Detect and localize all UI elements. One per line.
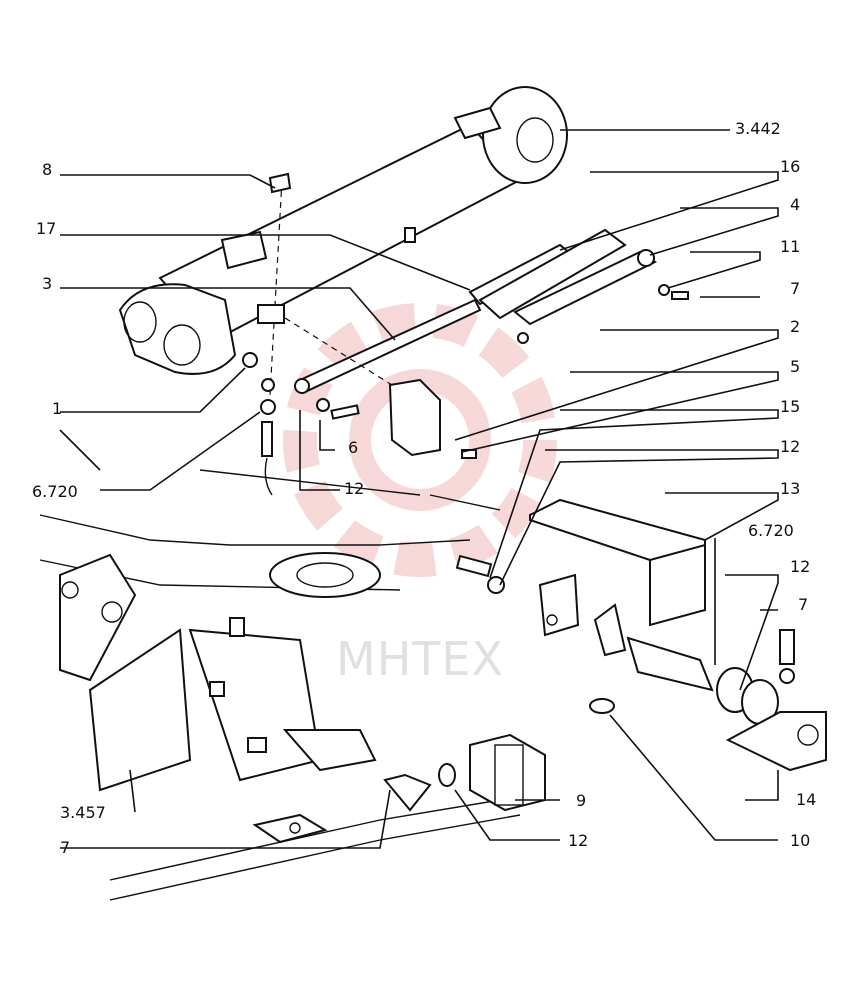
callout-9: 9 bbox=[576, 791, 586, 810]
callout-17: 17 bbox=[36, 219, 56, 238]
callout-16: 16 bbox=[780, 157, 800, 176]
callout-3: 3 bbox=[42, 274, 52, 293]
callout-11: 11 bbox=[780, 237, 800, 256]
leader-lines bbox=[59, 129, 779, 849]
callout-7-far-right: 7 bbox=[798, 595, 808, 614]
callout-10: 10 bbox=[790, 831, 810, 850]
callout-6: 6 bbox=[348, 438, 358, 457]
small-hardware bbox=[242, 172, 360, 496]
callout-3-457: 3.457 bbox=[60, 803, 106, 822]
callout-12-mid: 12 bbox=[344, 479, 364, 498]
watermark-text: МНТЕХ bbox=[336, 632, 504, 686]
callout-12-far-right: 12 bbox=[790, 557, 810, 576]
callout-12-right: 12 bbox=[780, 437, 800, 456]
callout-12-bottom: 12 bbox=[568, 831, 588, 850]
callout-7-bottom: 7 bbox=[60, 838, 70, 857]
callout-3-442: 3.442 bbox=[735, 119, 781, 138]
callout-14: 14 bbox=[796, 790, 816, 809]
alignment-lines bbox=[269, 179, 401, 396]
callout-8: 8 bbox=[42, 160, 52, 179]
callout-15: 15 bbox=[780, 397, 800, 416]
callout-2: 2 bbox=[790, 317, 800, 336]
callout-6-720-left: 6.720 bbox=[32, 482, 78, 501]
hose-assembly bbox=[589, 603, 827, 772]
hydraulic-cylinder bbox=[118, 86, 568, 375]
chassis-frame bbox=[39, 469, 521, 901]
rod-assembly bbox=[294, 228, 689, 394]
callout-1: 1 bbox=[52, 399, 62, 418]
callout-7-right: 7 bbox=[790, 279, 800, 298]
bottom-parts bbox=[252, 733, 546, 844]
bracket-part bbox=[388, 378, 477, 459]
callout-13: 13 bbox=[780, 479, 800, 498]
callout-5: 5 bbox=[790, 357, 800, 376]
callout-labels: 3.442 8 16 17 4 11 3 7 2 5 1 15 6 12 6.7… bbox=[32, 119, 816, 857]
callout-6-720-right: 6.720 bbox=[748, 521, 794, 540]
callout-4: 4 bbox=[790, 195, 800, 214]
cover-part bbox=[455, 498, 706, 637]
